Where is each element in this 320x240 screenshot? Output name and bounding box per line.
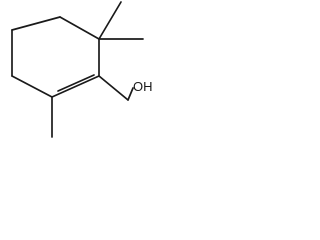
- ring-bond-top: [59, 16, 100, 40]
- ring-double-bond-inner: [57, 74, 95, 92]
- ring-bond-lower-left: [11, 75, 53, 98]
- ring-bond-upper-left: [11, 16, 61, 31]
- molecule-structure-diagram: OH: [11, 1, 153, 138]
- ring-double-bond-outer: [51, 75, 100, 98]
- oh-bond: [127, 87, 134, 101]
- hydroxyl-label: OH: [133, 79, 153, 94]
- methyl-bond-upper-right: [98, 1, 122, 40]
- ch2-bond: [98, 75, 129, 101]
